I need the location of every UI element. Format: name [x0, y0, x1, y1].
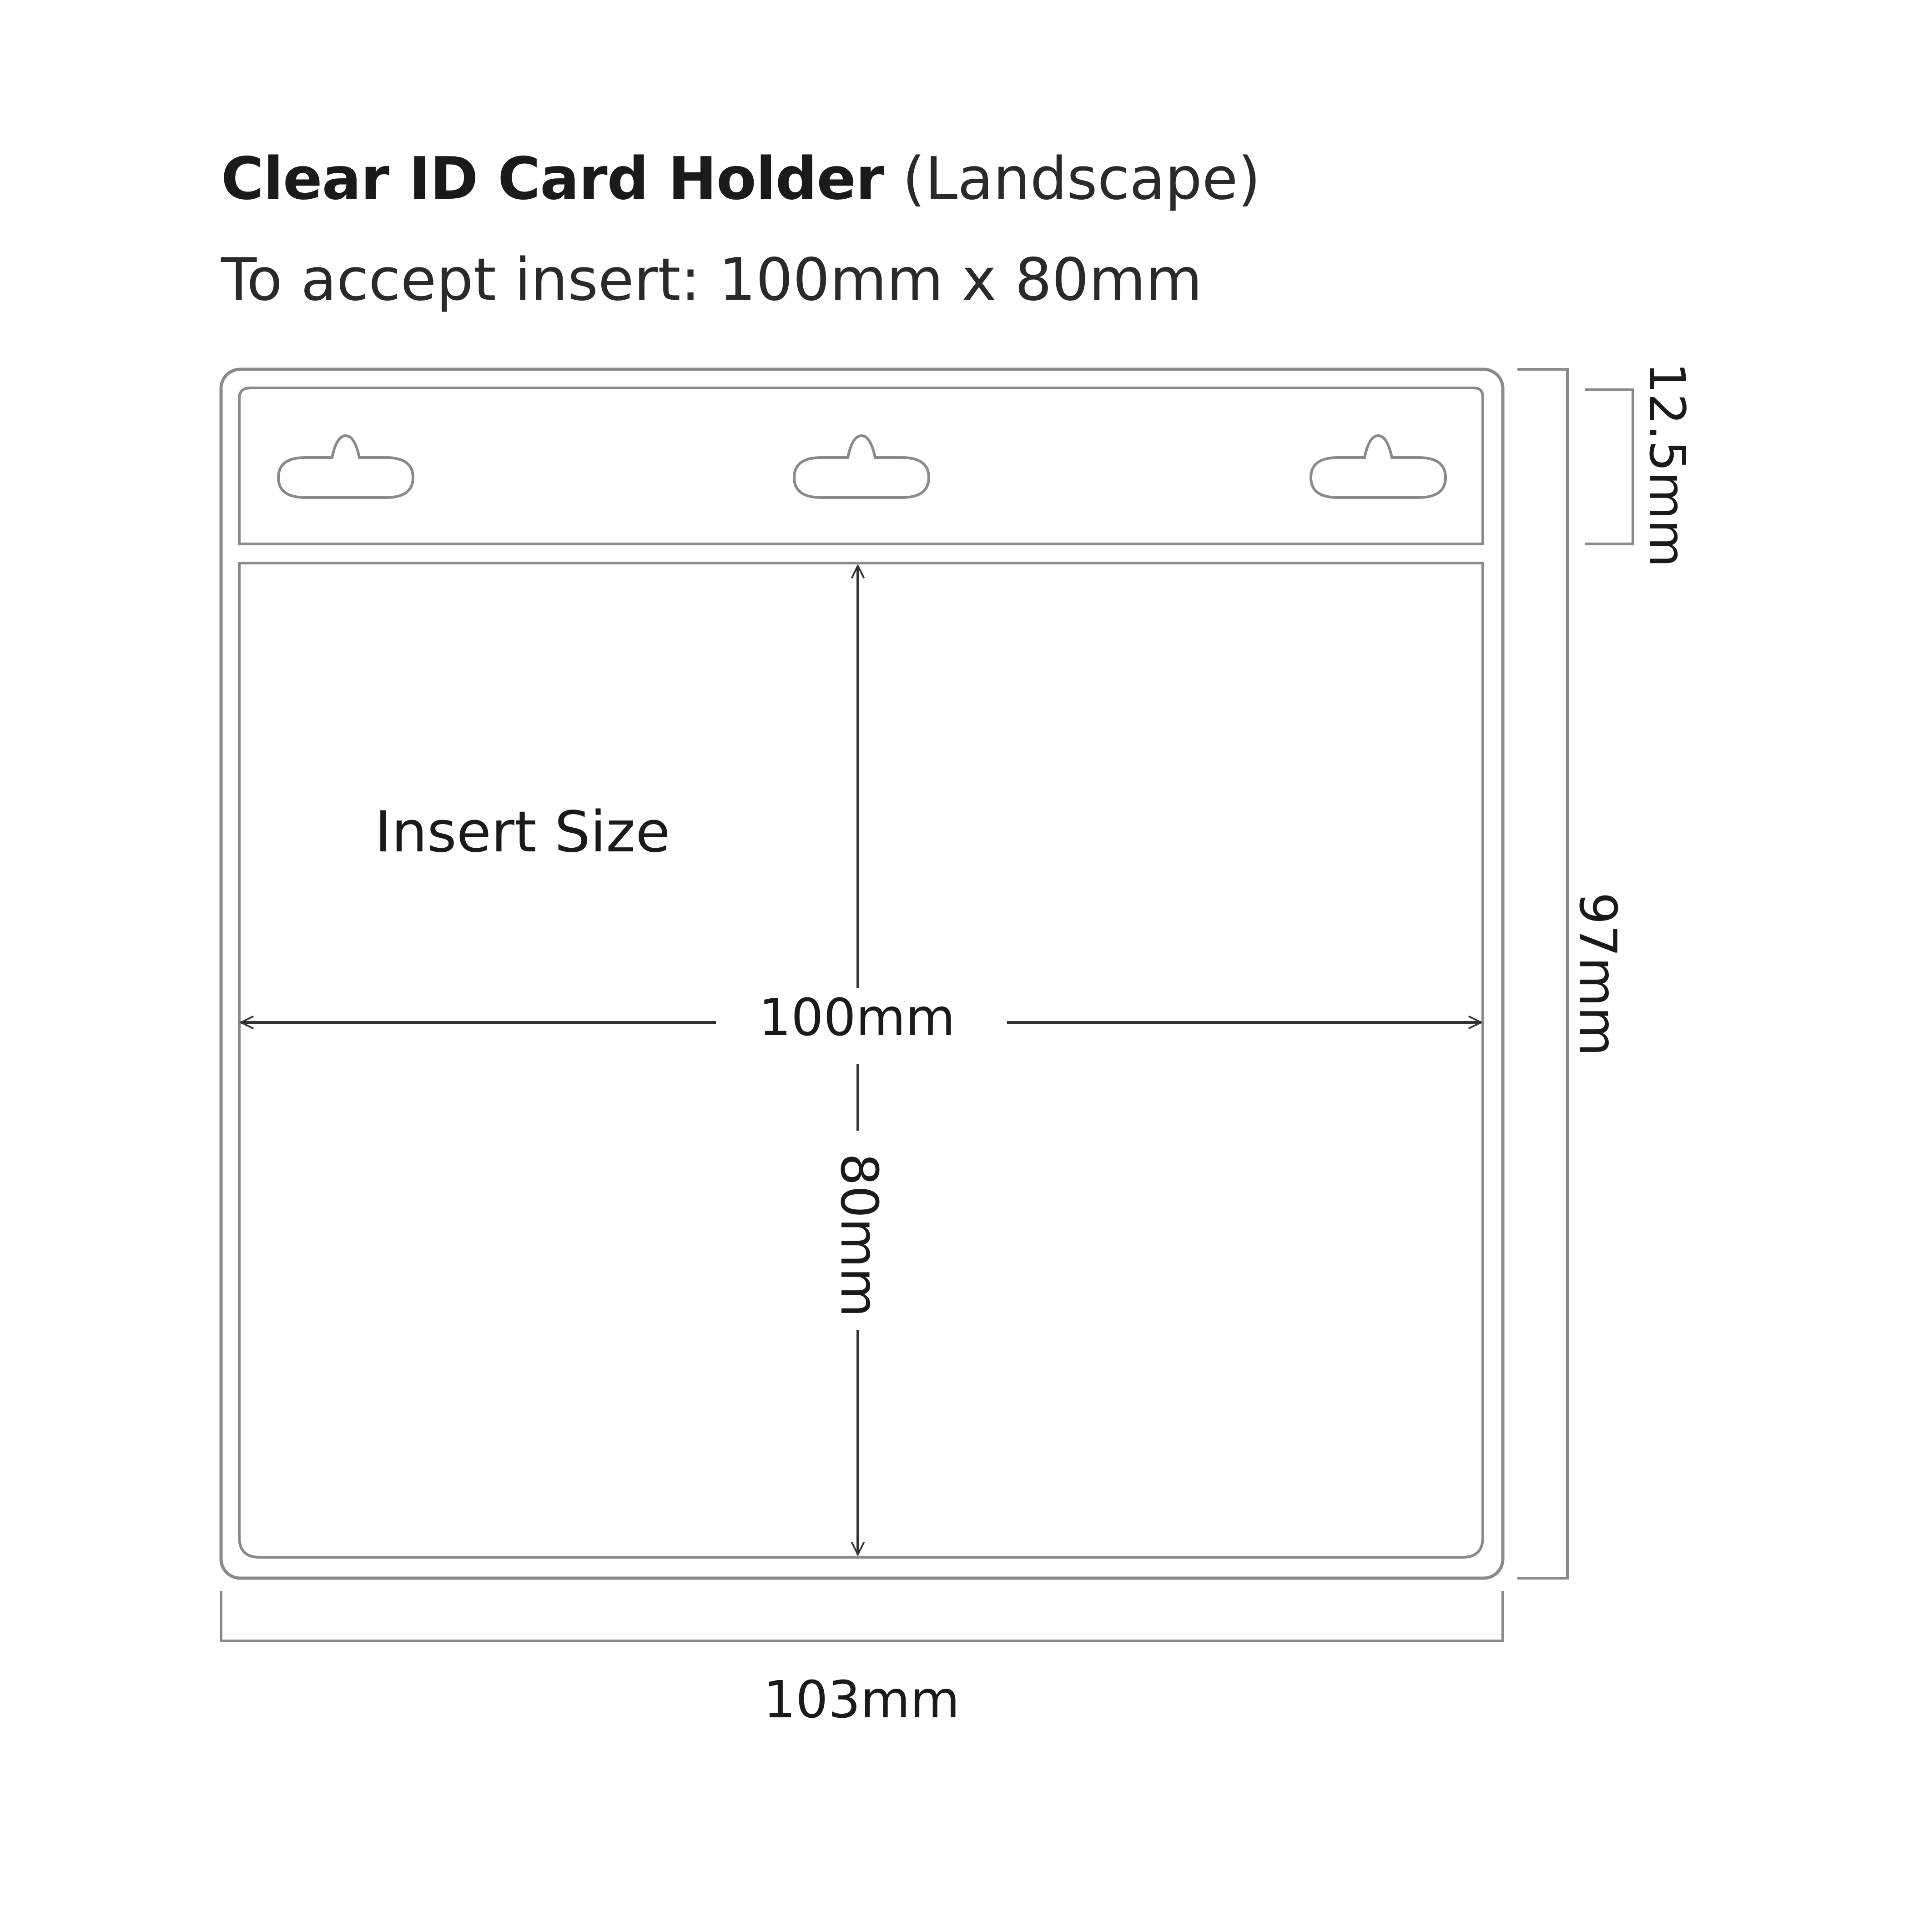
- insert-size-label: Insert Size: [375, 800, 670, 865]
- holder-outline: [219, 367, 1505, 1580]
- holder-height-label: 97mm: [1568, 892, 1627, 1057]
- insert-height-label: 80mm: [829, 1153, 888, 1318]
- holder-width-bracket: [220, 1591, 1504, 1642]
- slot-hole-left: [277, 434, 415, 499]
- insert-pocket: [238, 562, 1484, 1559]
- page-title: Clear ID Card Holder (Landscape): [221, 150, 1260, 208]
- slot-hole-center: [792, 434, 931, 499]
- holder-height-bracket: [1517, 368, 1569, 1580]
- title-main: Clear ID Card Holder: [221, 145, 884, 213]
- holder-width-label: 103mm: [763, 1670, 960, 1730]
- page-subtitle: To accept insert: 100mm x 80mm: [221, 246, 1203, 314]
- insert-width-label: 100mm: [759, 988, 955, 1047]
- strip-height-bracket: [1585, 388, 1634, 545]
- slot-hole-right: [1309, 434, 1447, 499]
- strip-height-label: 12.5mm: [1638, 362, 1695, 568]
- title-qualifier: (Landscape): [902, 145, 1261, 213]
- top-strip: [238, 387, 1484, 545]
